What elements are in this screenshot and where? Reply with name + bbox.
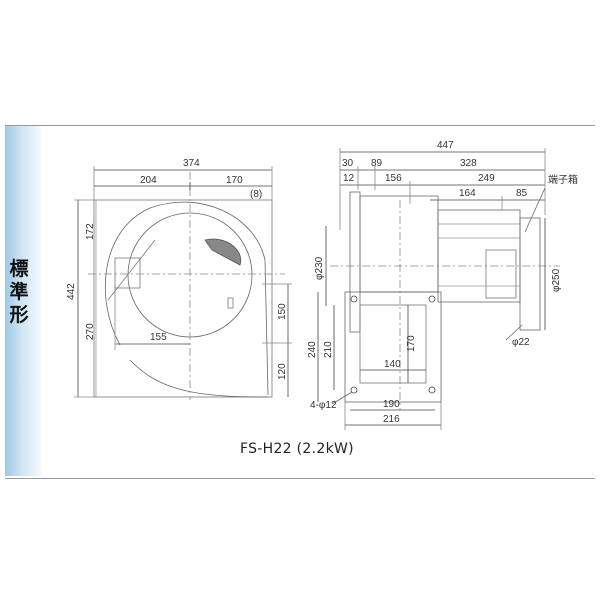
side-view-labels: 447 30 89 328 12 156 249 164 85 端子箱 φ230… [307, 140, 578, 425]
diagonal-line [107, 239, 156, 301]
dim-label-447: 447 [437, 140, 454, 151]
outlet-opening [359, 304, 427, 384]
dim-label-156: 156 [385, 173, 402, 184]
dim-label-442: 442 [66, 283, 77, 300]
dim-label-8: (8) [250, 189, 262, 200]
dim-label-240: 240 [307, 341, 318, 358]
dim-label-170: 170 [406, 335, 417, 352]
side-view [317, 148, 560, 430]
front-housing [93, 199, 273, 398]
dim-label-249: 249 [478, 173, 495, 184]
dim-label-328: 328 [460, 158, 477, 169]
dim-label-170: 170 [226, 175, 243, 186]
bolt-hole [350, 386, 358, 394]
dim-label-204: 204 [140, 175, 157, 186]
drawing-title: FS-H22 (2.2kW) [240, 441, 354, 457]
volute-bottom [129, 359, 269, 398]
fan-housing [359, 195, 439, 293]
terminal-box-leader [524, 187, 546, 233]
volute-outline [104, 201, 269, 396]
bolt-hole [428, 386, 436, 394]
small-tab [227, 297, 234, 309]
hatched-area [204, 238, 242, 266]
terminal-box-shape [485, 249, 517, 299]
outlet-flange [344, 291, 442, 403]
front-view-labels: 374 204 170 (8) 172 442 270 155 150 120 [66, 158, 288, 380]
dim-label-164: 164 [459, 188, 476, 199]
dim-label-172: 172 [85, 223, 96, 240]
dim-label-120: 120 [277, 363, 288, 380]
dim-label-190: 190 [383, 399, 400, 410]
side-label-panel [5, 126, 41, 476]
holes-label: 4-φ12 [310, 400, 337, 411]
dim-label-155: 155 [150, 332, 167, 343]
dim-label-270: 270 [85, 323, 96, 340]
dim-label-374: 374 [183, 158, 200, 169]
bolt-hole [350, 295, 358, 303]
dim-label-150: 150 [277, 303, 288, 320]
drawing-frame [5, 125, 595, 479]
dim-label-12: 12 [343, 173, 355, 184]
phi22-leader [505, 324, 523, 341]
dim-label-phi250: φ250 [551, 268, 562, 292]
dim-label-30: 30 [342, 158, 354, 169]
inlet-flange [349, 191, 361, 333]
front-view [74, 166, 292, 400]
terminal-box-label: 端子箱 [548, 173, 578, 186]
holes-leader [331, 391, 353, 405]
dim-label-phi230: φ230 [314, 256, 325, 280]
dim-label-140: 140 [384, 359, 401, 370]
dim-label-89: 89 [371, 158, 383, 169]
inlet-box [114, 257, 141, 289]
dim-label-phi22: φ22 [512, 337, 530, 348]
side-label: 標準形 [9, 258, 29, 326]
dim-label-210: 210 [323, 341, 334, 358]
dim-label-85: 85 [516, 188, 528, 199]
motor-end-cover [519, 217, 541, 331]
bolt-hole [428, 295, 436, 303]
dim-label-216: 216 [383, 414, 400, 425]
